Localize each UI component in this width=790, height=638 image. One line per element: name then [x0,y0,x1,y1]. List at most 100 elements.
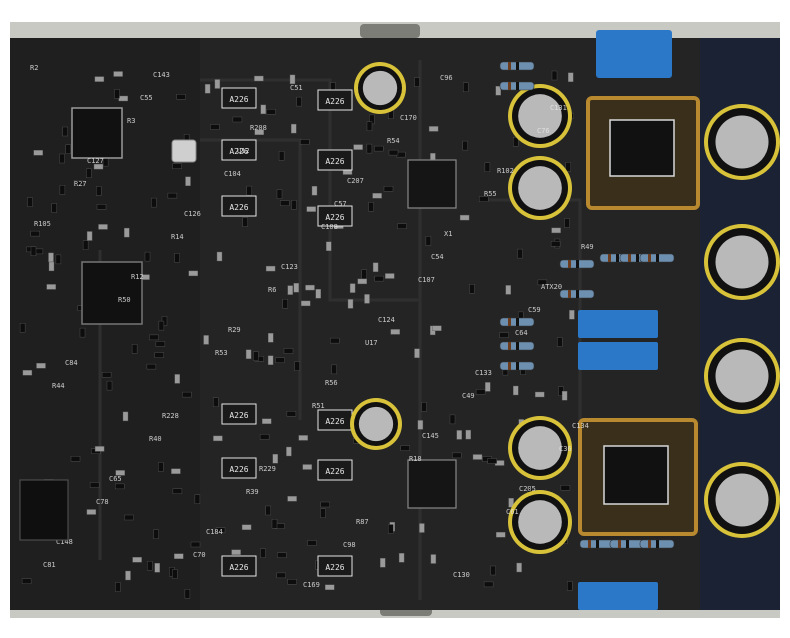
smd-component [113,71,123,77]
smd-component [305,284,315,291]
smd-component [513,136,519,147]
resistor-band [588,540,591,548]
crystal-x1 [171,139,197,163]
opamp-chip-outline [221,139,257,161]
smd-component [277,552,287,558]
smd-component [483,581,494,588]
silkscreen-designator: R105 [34,220,51,228]
smd-component [366,143,373,154]
smd-component [259,434,270,440]
silkscreen-designator: C170 [400,114,417,122]
smd-component [260,104,266,115]
silkscreen-designator: R2 [30,64,38,72]
silkscreen-designator: C78 [96,498,109,506]
smd-component [214,79,221,89]
silkscreen-designator: C49 [462,392,475,400]
silkscreen-designator: C96 [440,74,453,82]
smd-component [94,76,105,82]
smd-component [266,108,276,115]
smd-component [115,470,125,476]
smd-component [204,84,211,94]
silkscreen-designator: R208 [250,124,267,132]
smd-component [275,357,285,363]
resistor-band [628,254,631,262]
opamp-chip-label: A226 [229,147,248,156]
smd-component [59,153,65,164]
opamp-chip-label: A226 [325,157,344,166]
smd-component [51,203,57,213]
smd-component [280,200,290,206]
smd-component [357,278,367,285]
smd-component [65,144,72,155]
opamp-chip-outline [221,403,257,425]
smd-component [508,498,514,508]
silkscreen-designator: C84 [65,359,78,367]
smd-component [267,355,274,365]
smd-component [48,252,54,263]
smd-component [550,241,561,247]
smd-component [564,218,570,228]
resistor-band [516,362,519,370]
electrolytic-top [715,235,769,289]
smd-component [21,578,32,584]
smd-component [124,227,130,238]
smd-component [59,185,66,195]
smd-component [158,320,165,331]
smd-component [400,445,410,451]
dac-chip [81,261,143,325]
smd-component [151,197,157,208]
smd-component [254,129,264,136]
silkscreen-designator: R27 [74,180,87,188]
smd-component [286,446,292,457]
smd-component [353,144,363,150]
smd-component [485,382,491,392]
smd-component [27,197,33,207]
smd-component [430,554,437,564]
resistor-band [508,82,511,90]
smd-component [46,284,56,290]
silkscreen-designator: C130 [453,571,470,579]
smd-component [347,299,354,309]
smd-component [380,558,386,568]
opamp-chip-grid: A226A226A226A226A226A226A226A226A226A226… [221,87,353,577]
smd-component [271,519,278,529]
electrolytic-top [518,500,562,544]
smd-component [79,327,86,338]
smd-component [174,553,184,559]
smd-component [265,265,276,272]
electrolytic-top [715,473,769,527]
smd-component [569,310,575,320]
silkscreen-designator: C57 [334,200,347,208]
smd-component [122,411,129,422]
resistor-band [516,342,519,350]
electrolytic-top [715,349,769,403]
smd-component [210,124,220,130]
silkscreen-designator: U12 [237,147,250,155]
silkscreen-designator: R44 [52,382,65,390]
opamp-chip-label: A226 [325,417,344,426]
silkscreen-designator: R53 [215,349,228,357]
smd-component [291,123,297,134]
resistor-band [626,540,629,548]
smd-component [505,285,511,295]
smd-component [158,462,164,472]
smd-component [294,361,300,371]
electrolytic-capacitors [350,62,780,554]
silkscreen-designator: C133 [475,369,492,377]
resistor-band [516,82,519,90]
smd-component [551,227,561,234]
silkscreen-designator: R229 [259,465,276,473]
smd-component [425,236,432,246]
qfn-chip-lower [407,459,457,509]
smd-component [62,126,68,137]
resistor-band [648,540,651,548]
opamp-chip-outline [221,457,257,479]
smd-component [390,329,400,335]
soic-chip-left [71,107,123,159]
smd-component [36,363,46,369]
silkscreen-designator: C108 [321,223,338,231]
smd-component [301,300,311,307]
silkscreen-designator: R29 [228,326,241,334]
silkscreen-designator: R50 [118,296,131,304]
